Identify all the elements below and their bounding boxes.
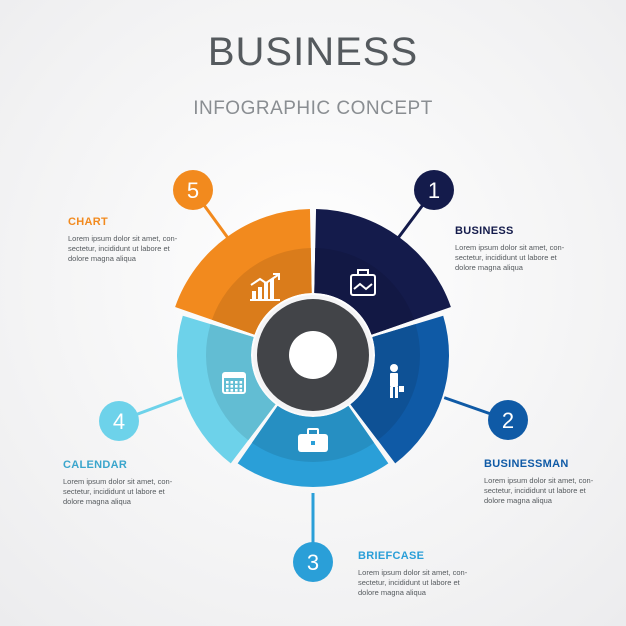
page-subtitle: INFOGRAPHIC CONCEPT bbox=[193, 98, 433, 119]
page-title: BUSINESS bbox=[207, 30, 419, 74]
item-chart-block: CHART Lorem ipsum dolor sit amet, con-se… bbox=[68, 216, 188, 264]
segment-inner-briefcase bbox=[251, 405, 375, 462]
item-chart-text: Lorem ipsum dolor sit amet, con-sectetur… bbox=[68, 234, 178, 263]
number-badge-chart bbox=[173, 170, 213, 210]
item-business-label: BUSINESS bbox=[455, 225, 514, 237]
item-business-text: Lorem ipsum dolor sit amet, con-sectetur… bbox=[455, 243, 565, 272]
briefcase-icon bbox=[298, 428, 328, 452]
number-badge-text-briefcase: 3 bbox=[307, 550, 319, 575]
item-briefcase-label: BRIEFCASE bbox=[358, 550, 425, 562]
businessman-icon bbox=[390, 364, 404, 398]
item-briefcase-block: BRIEFCASE Lorem ipsum dolor sit amet, co… bbox=[358, 550, 478, 598]
number-badge-text-businessman: 2 bbox=[502, 408, 514, 433]
number-badge-business bbox=[414, 170, 454, 210]
item-businessman-text: Lorem ipsum dolor sit amet, con-sectetur… bbox=[484, 476, 594, 505]
number-badge-businessman bbox=[488, 400, 528, 440]
item-chart-label: CHART bbox=[68, 216, 108, 228]
number-badge-briefcase bbox=[293, 542, 333, 582]
calendar-icon bbox=[222, 372, 246, 394]
item-businessman-label: BUSINESSMAN bbox=[484, 458, 569, 470]
item-business-block: BUSINESS Lorem ipsum dolor sit amet, con… bbox=[455, 225, 575, 273]
bar-chart-icon bbox=[250, 273, 280, 301]
number-badge-text-calendar: 4 bbox=[113, 409, 125, 434]
handshake-briefcase-icon bbox=[350, 269, 376, 296]
center-hole bbox=[289, 331, 337, 379]
segment-inner-businessman bbox=[350, 324, 421, 441]
number-badge-calendar bbox=[99, 401, 139, 441]
item-calendar-label: CALENDAR bbox=[63, 459, 128, 471]
item-briefcase-text: Lorem ipsum dolor sit amet, con-sectetur… bbox=[358, 568, 468, 597]
segment-inner-business bbox=[314, 248, 415, 335]
item-businessman-block: BUSINESSMAN Lorem ipsum dolor sit amet, … bbox=[484, 458, 604, 506]
item-calendar-text: Lorem ipsum dolor sit amet, con-sectetur… bbox=[63, 477, 173, 506]
icons bbox=[222, 269, 404, 452]
number-badge-text-business: 1 bbox=[428, 178, 440, 203]
number-badge-text-chart: 5 bbox=[187, 178, 199, 203]
item-calendar-block: CALENDAR Lorem ipsum dolor sit amet, con… bbox=[63, 459, 183, 507]
